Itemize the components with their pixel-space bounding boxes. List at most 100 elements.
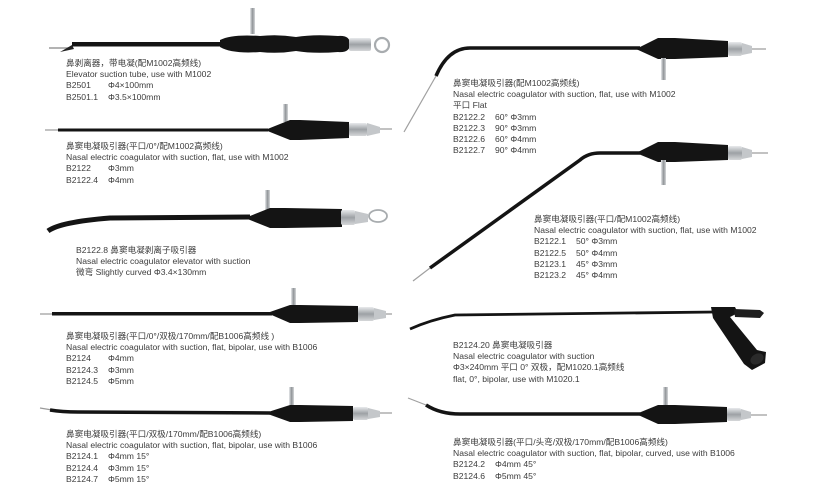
variant-row: B2501 Φ4×100mm xyxy=(66,80,211,91)
product-title-cn: 鼻窦电凝吸引器(平口/双极/170mm/配B1006高频线) xyxy=(66,429,262,439)
variant-spec: Φ3mm xyxy=(108,163,134,174)
variant-row: B2124.5 Φ5mm xyxy=(66,376,317,387)
product-nasal-coagulator-angled-60-90: 鼻窦电凝吸引器(配M1002高频线) Nasal electric coagul… xyxy=(453,78,676,156)
product-spec-en: flat, 0°, bipolar, use with M1020.1 xyxy=(453,373,580,384)
variant-code: B2124.1 xyxy=(66,451,99,462)
instrument-nasal-coagulator-bipolar-15 xyxy=(39,387,392,422)
product-title-en: Nasal electric coagulator with suction, … xyxy=(66,152,289,163)
variant-code: B2122.5 xyxy=(534,247,567,258)
instrument-nasal-coagulator-flat xyxy=(45,104,392,140)
variant-row: B2124.4 Φ3mm 15° xyxy=(66,463,317,474)
variant-spec: 50° Φ4mm xyxy=(576,247,618,258)
variant-code: B2124.2 xyxy=(453,459,486,470)
product-nasal-coagulator-bipolar-15: 鼻窦电凝吸引器(平口/双极/170mm/配B1006高频线) Nasal ele… xyxy=(66,429,317,485)
product-title-en: Nasal electric coagulator elevator with … xyxy=(76,256,251,267)
variant-spec: 90° Φ4mm xyxy=(495,145,537,156)
variant-code: B2122.2 xyxy=(453,111,486,122)
product-title-cn: 鼻窦电凝吸引器(平口/头弯/双极/170mm/配B1006高频线) xyxy=(453,437,668,447)
instrument-nasal-coagulator-elevator xyxy=(46,190,388,234)
variant-row: B2122.5 50° Φ4mm xyxy=(534,248,757,259)
variant-spec: Φ3mm 15° xyxy=(108,462,150,473)
product-title-en: Nasal electric coagulator with suction, … xyxy=(453,448,735,459)
variant-code: B2124.7 xyxy=(66,473,99,484)
variant-code: B2122.6 xyxy=(453,134,486,145)
product-nasal-coagulator-curved-bipolar: 鼻窦电凝吸引器(平口/头弯/双极/170mm/配B1006高频线) Nasal … xyxy=(453,437,735,482)
variant-row: B2124 Φ4mm xyxy=(66,353,317,364)
variant-code: B2124.5 xyxy=(66,375,99,386)
variant-code: B2123.1 xyxy=(534,258,567,269)
variant-spec: Φ4mm 15° xyxy=(108,451,150,462)
product-nasal-coagulator-bipolar: 鼻窦电凝吸引器(平口/0°/双极/170mm/配B1006高频线 ) Nasal… xyxy=(66,331,317,387)
variant-code: B2501 xyxy=(66,80,91,91)
variant-row: B2124.7 Φ5mm 15° xyxy=(66,474,317,485)
product-title-en: Nasal electric coagulator with suction xyxy=(453,351,595,362)
variant-spec: 45° Φ3mm xyxy=(576,258,618,269)
variant-code: B2122.7 xyxy=(453,145,486,156)
variant-spec: Φ3.5×100mm xyxy=(108,91,161,102)
variant-spec: Φ4mm xyxy=(108,353,134,364)
product-title-cn: B2122.8 鼻窦电凝剥离子吸引器 xyxy=(76,245,197,255)
variant-spec: 60° Φ4mm xyxy=(495,134,537,145)
variant-code: B2122 xyxy=(66,163,91,174)
product-title: B2124.20 鼻窦电凝吸引器 xyxy=(453,340,553,350)
instrument-nasal-coagulator-angled-60-90 xyxy=(403,38,766,133)
variant-row: B2122.3 90° Φ3mm xyxy=(453,123,676,134)
variant-spec: 60° Φ3mm xyxy=(495,111,537,122)
variant-row: B2122.2 60° Φ3mm xyxy=(453,112,676,123)
variant-row: B2123.1 45° Φ3mm xyxy=(534,259,757,270)
instrument-nasal-coagulator-curved-bipolar xyxy=(407,387,767,424)
variant-row: B2122 Φ3mm xyxy=(66,163,289,174)
variant-code: B2122.1 xyxy=(534,236,567,247)
product-spec: 微弯 Slightly curved Φ3.4×130mm xyxy=(76,267,207,278)
instrument-nasal-coagulator-bipolar xyxy=(40,288,392,323)
variant-spec: Φ3mm xyxy=(108,364,134,375)
variant-spec: 50° Φ3mm xyxy=(576,236,618,247)
product-title-cn: 鼻剥离器，带电凝(配M1002高频线) xyxy=(66,58,202,68)
variant-spec: Φ4mm xyxy=(108,174,134,185)
instrument-nasal-coagulator-pistol xyxy=(409,307,766,370)
variant-spec: Φ4×100mm xyxy=(108,80,154,91)
product-title-en: Nasal electric coagulator with suction, … xyxy=(453,89,676,100)
product-nasal-coagulator-angled-45-50: 鼻窦电凝吸引器(平口/配M1002高频线) Nasal electric coa… xyxy=(534,214,757,281)
variant-row: B2124.2 Φ4mm 45° xyxy=(453,459,735,470)
product-title-en: Nasal electric coagulator with suction, … xyxy=(66,342,318,353)
product-title-en: Nasal electric coagulator with suction, … xyxy=(534,225,757,236)
variant-row: B2122.6 60° Φ4mm xyxy=(453,134,676,145)
variant-code: B2501.1 xyxy=(66,91,99,102)
variant-row: B2122.7 90° Φ4mm xyxy=(453,145,676,156)
product-nasal-coagulator-flat: 鼻窦电凝吸引器(平口/0°/配M1002高频线) Nasal electric … xyxy=(66,141,289,186)
variant-code: B2123.2 xyxy=(534,270,567,281)
product-title-cn: 鼻窦电凝吸引器(平口/0°/配M1002高频线) xyxy=(66,141,223,151)
variant-row: B2122.1 50° Φ3mm xyxy=(534,236,757,247)
variant-code: B2122.3 xyxy=(453,122,486,133)
product-spec-cn: Φ3×240mm 平口 0° 双极，配M1020.1高频线 xyxy=(453,362,625,373)
instrument-elevator-suction-tube xyxy=(49,8,391,54)
product-title-en: Nasal electric coagulator with suction, … xyxy=(66,440,318,451)
product-nasal-coagulator-pistol: B2124.20 鼻窦电凝吸引器 Nasal electric coagulat… xyxy=(453,340,624,385)
variant-code: B2124.3 xyxy=(66,364,99,375)
product-elevator-suction-tube: 鼻剥离器，带电凝(配M1002高频线) Elevator suction tub… xyxy=(66,58,211,103)
variant-code: B2124.4 xyxy=(66,462,99,473)
variant-spec: 45° Φ4mm xyxy=(576,270,618,281)
variant-code: B2124 xyxy=(66,353,91,364)
variant-row: B2124.3 Φ3mm xyxy=(66,365,317,376)
variant-code: B2124.6 xyxy=(453,470,486,481)
product-tip-type: 平口 Flat xyxy=(453,100,487,111)
product-title-cn: 鼻窦电凝吸引器(平口/配M1002高频线) xyxy=(534,214,681,224)
variant-row: B2122.4 Φ4mm xyxy=(66,175,289,186)
product-nasal-coagulator-elevator: B2122.8 鼻窦电凝剥离子吸引器 Nasal electric coagul… xyxy=(76,245,250,279)
variant-spec: Φ5mm 15° xyxy=(108,473,150,484)
product-title-en: Elevator suction tube, use with M1002 xyxy=(66,69,212,80)
variant-code: B2122.4 xyxy=(66,174,99,185)
variant-row: B2501.1 Φ3.5×100mm xyxy=(66,92,211,103)
product-title-cn: 鼻窦电凝吸引器(平口/0°/双极/170mm/配B1006高频线 ) xyxy=(66,331,275,341)
variant-spec: Φ5mm xyxy=(108,375,134,386)
variant-spec: Φ4mm 45° xyxy=(495,459,537,470)
instrument-nasal-coagulator-angled-45-50 xyxy=(412,142,768,282)
product-title-cn: 鼻窦电凝吸引器(配M1002高频线) xyxy=(453,78,580,88)
variant-row: B2123.2 45° Φ4mm xyxy=(534,270,757,281)
variant-spec: 90° Φ3mm xyxy=(495,122,537,133)
variant-row: B2124.1 Φ4mm 15° xyxy=(66,451,317,462)
